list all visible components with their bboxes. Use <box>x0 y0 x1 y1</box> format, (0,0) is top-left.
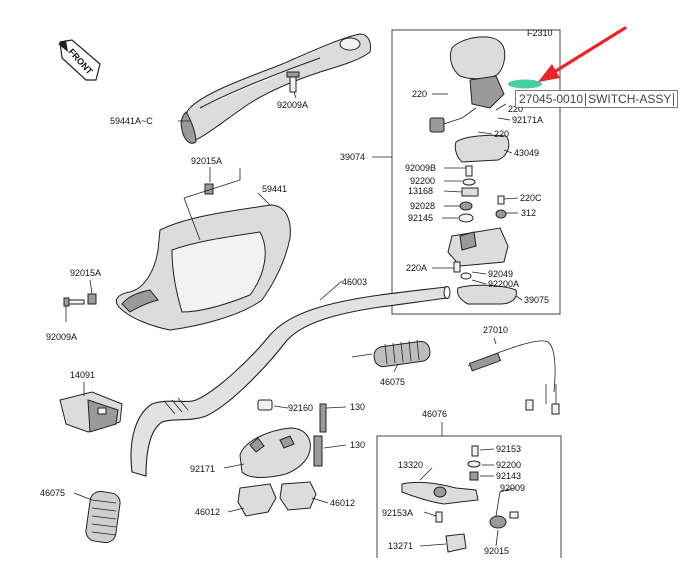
label-46012-a: 46012 <box>195 507 220 517</box>
holder-46012 <box>237 481 317 517</box>
label-46075-left: 46075 <box>40 488 65 498</box>
label-92143: 92143 <box>496 471 521 481</box>
label-220-b: 220 <box>508 104 523 114</box>
label-92015A-left: 92015A <box>70 268 101 278</box>
front-direction-icon: FRONT <box>58 39 101 81</box>
part-highlight-marker <box>508 79 542 89</box>
label-92009B: 92009B <box>405 163 436 173</box>
label-92028: 92028 <box>410 201 435 211</box>
label-13271: 13271 <box>388 541 413 551</box>
label-130-a: 130 <box>350 402 365 412</box>
label-92200A: 92200A <box>488 279 519 289</box>
bolt-92009A-top <box>286 71 300 93</box>
label-92171A: 92171A <box>512 115 543 125</box>
label-220-c: 220 <box>494 129 509 139</box>
callout-separator <box>585 92 587 106</box>
label-59441: 59441 <box>262 184 287 194</box>
handlebar-cover <box>180 33 371 144</box>
label-27010: 27010 <box>483 325 508 335</box>
grip-46075-left <box>85 490 121 544</box>
label-312: 312 <box>521 208 536 218</box>
label-43049: 43049 <box>514 148 539 158</box>
label-92049: 92049 <box>488 269 513 279</box>
label-92145: 92145 <box>408 213 433 223</box>
bushing-92015A-left <box>63 293 97 307</box>
label-92009: 92009 <box>500 483 525 493</box>
handlebar-46003 <box>130 286 451 477</box>
label-46075-mid: 46075 <box>380 377 405 387</box>
label-46076: 46076 <box>422 409 447 419</box>
lower-cover-59441 <box>115 204 291 331</box>
lever-13320 <box>401 481 479 505</box>
clamp-assembly-92171 <box>239 399 327 478</box>
label-59441A-C: 59441A~C <box>110 116 153 126</box>
lever-group-box <box>376 435 562 563</box>
label-92015: 92015 <box>484 546 509 556</box>
label-46003: 46003 <box>342 277 367 287</box>
switch-group-box <box>391 29 561 315</box>
label-92160: 92160 <box>288 403 313 413</box>
label-92153A: 92153A <box>382 508 413 518</box>
switch-connector <box>429 107 477 133</box>
cover-43049 <box>454 134 510 163</box>
label-13320: 13320 <box>398 460 423 470</box>
label-92171: 92171 <box>190 464 215 474</box>
leader-lines <box>65 91 523 547</box>
label-39075: 39075 <box>524 295 549 305</box>
switch-housing <box>449 36 506 109</box>
throttle-lever-39075 <box>457 284 517 305</box>
small-parts-stack <box>458 165 507 223</box>
label-220-a: 220 <box>412 89 427 99</box>
bracket-14091 <box>59 391 123 433</box>
pivot-parts <box>435 445 519 553</box>
label-92200-b: 92200 <box>496 460 521 470</box>
label-39074: 39074 <box>340 152 365 162</box>
label-14091: 14091 <box>70 370 95 380</box>
grip-46075-mid <box>373 339 431 368</box>
lever-holder <box>447 227 509 280</box>
throttle-cable-27010 <box>467 340 560 415</box>
label-46012-b: 46012 <box>330 498 355 508</box>
label-92015A-mid: 92015A <box>191 156 222 166</box>
callout-part-number: 27045-0010 <box>519 92 584 106</box>
label-92009A-top: 92009A <box>277 100 308 110</box>
label-92009A-left: 92009A <box>46 332 77 342</box>
label-130-b: 130 <box>350 440 365 450</box>
label-220A: 220A <box>406 263 427 273</box>
callout-part-name: SWITCH-ASSY <box>588 92 672 106</box>
part-callout-tooltip: 27045-0010 SWITCH-ASSY <box>515 90 679 108</box>
label-92153: 92153 <box>496 444 521 454</box>
red-arrow-icon <box>538 26 627 82</box>
label-92200: 92200 <box>410 176 435 186</box>
label-220C: 220C <box>520 193 542 203</box>
diagram-code: F2310 <box>527 28 553 38</box>
label-13168: 13168 <box>408 186 433 196</box>
callout-end-bar <box>673 92 675 106</box>
